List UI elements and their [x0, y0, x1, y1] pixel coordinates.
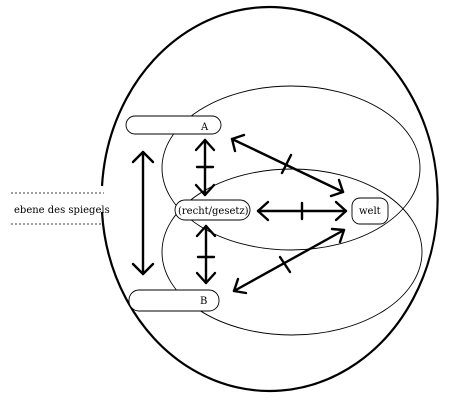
outer-ellipse: [100, 5, 439, 393]
center-b-double-arrow: [195, 224, 217, 285]
lower-inner-ellipse: [161, 168, 423, 336]
label-a: A: [200, 122, 209, 133]
a-welt-double-arrow: [230, 133, 345, 198]
box-a: [125, 115, 222, 135]
b-welt-double-arrow: [232, 227, 346, 295]
box-b: [128, 289, 220, 312]
label-b: B: [200, 296, 207, 307]
label-welt: welt: [359, 206, 381, 217]
mirror-plane-label: ebene des spiegels: [14, 205, 110, 216]
upper-inner-ellipse: [161, 85, 421, 251]
box-center: [174, 199, 251, 221]
box-welt: [351, 197, 389, 225]
label-center: (recht/gesetz): [178, 206, 249, 217]
left-vertical-double-arrow: [131, 150, 155, 276]
center-welt-double-arrow: [256, 200, 348, 222]
a-center-double-arrow: [194, 138, 216, 197]
